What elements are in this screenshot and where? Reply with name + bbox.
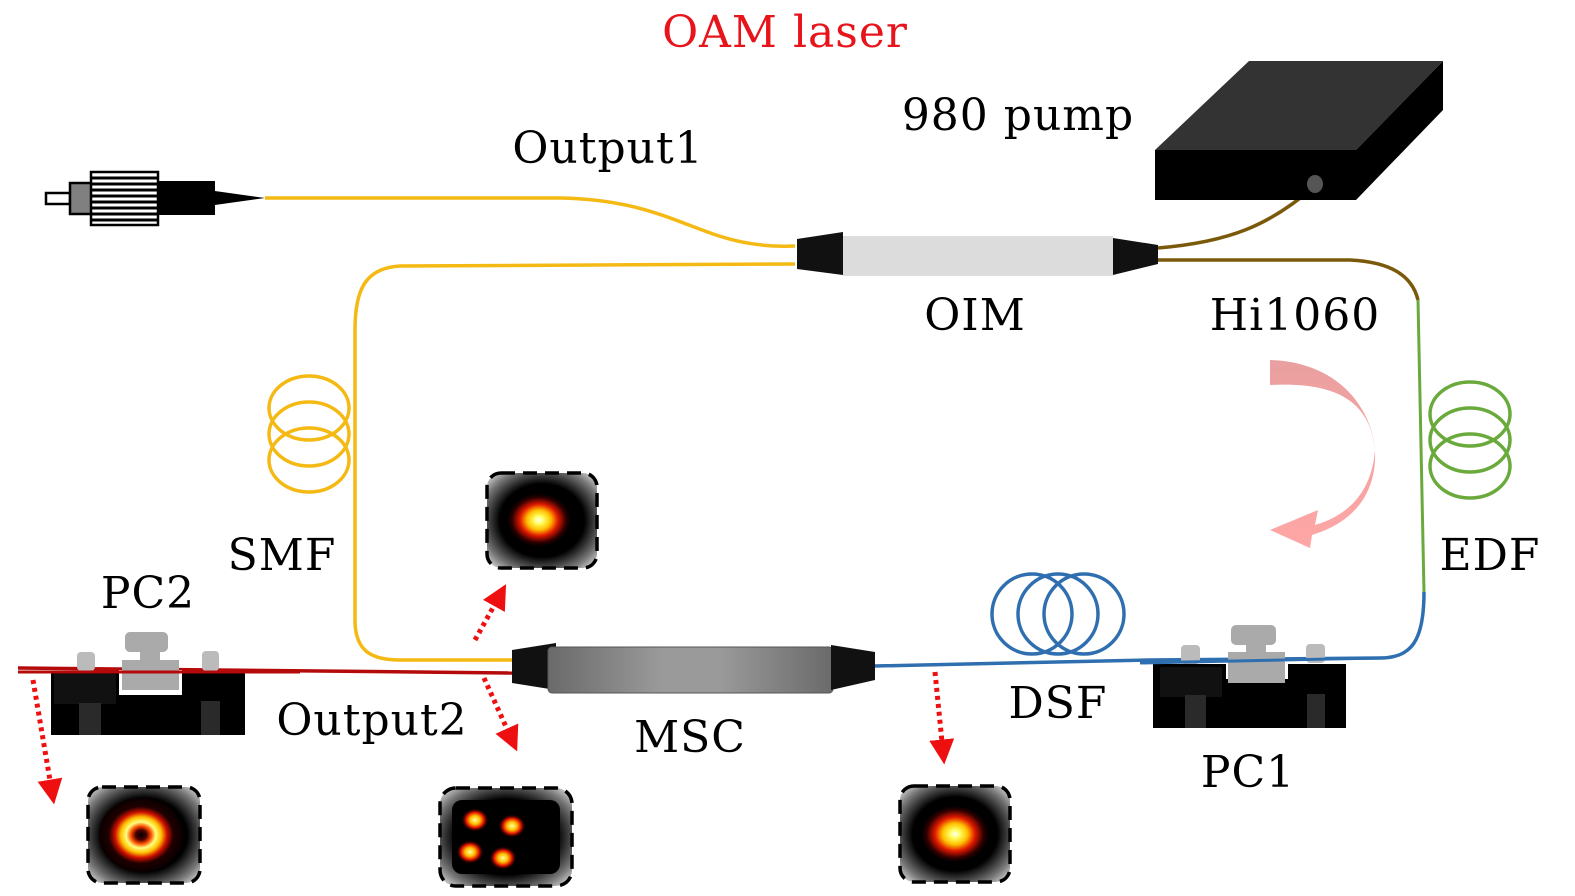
output1-fiber (265, 196, 796, 248)
diagram-title: OAM laser (662, 7, 908, 58)
dsf-coil (990, 572, 1126, 656)
circulation-arrow-icon (1270, 360, 1376, 548)
hi1060-label: Hi1060 (1210, 290, 1380, 341)
smf-fiber (353, 262, 796, 662)
smf-coil (267, 374, 351, 494)
smf-label: SMF (228, 530, 337, 581)
output1-label: Output1 (512, 123, 703, 174)
beam-profile-fundamental-output (898, 784, 1012, 884)
tap-arrow-output2 (481, 676, 519, 752)
pc1-label: PC1 (1201, 747, 1295, 798)
tap-arrow-pc2 (30, 679, 63, 805)
output2-label: Output2 (276, 695, 467, 746)
beam-profile-four-lobe (438, 786, 574, 888)
pc2-controller (18, 632, 300, 735)
fiber-connector-icon (44, 170, 265, 227)
dsf-label: DSF (1009, 678, 1108, 729)
edf-coil (1428, 380, 1512, 500)
tap-arrow-msc (929, 671, 955, 765)
pc1-controller (1139, 625, 1381, 728)
oim-label: OIM (924, 290, 1026, 341)
beam-profile-donut (86, 785, 202, 885)
tap-arrow-top (472, 584, 507, 642)
edf-fiber (1416, 299, 1426, 593)
pc2-label: PC2 (101, 568, 195, 619)
msc-component (512, 643, 875, 694)
oim-component (797, 232, 1158, 276)
tap-arrows (30, 584, 955, 805)
pump-box (1155, 61, 1443, 200)
msc-label: MSC (634, 712, 746, 763)
dsf-fiber (874, 591, 1426, 668)
pump-label: 980 pump (902, 90, 1134, 141)
beam-profile-fundamental-top (485, 471, 599, 570)
hi1060-fiber (1158, 258, 1420, 301)
edf-label: EDF (1440, 530, 1541, 581)
